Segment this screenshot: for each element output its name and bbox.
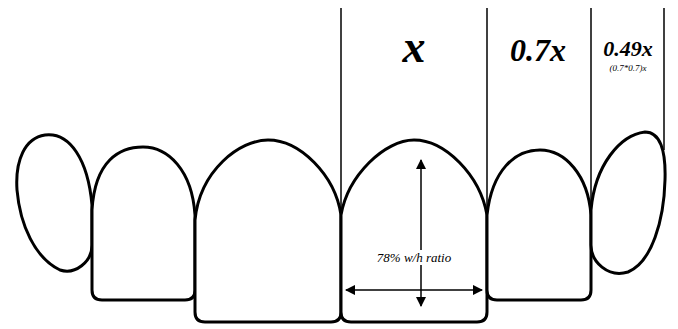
tooth-outline <box>17 135 92 271</box>
divider-line <box>663 8 665 150</box>
width-arrow <box>346 289 482 291</box>
tooth-outline <box>341 140 487 322</box>
tooth-outline <box>195 140 341 322</box>
width-label: x <box>403 24 426 70</box>
tooth-outline <box>92 147 195 300</box>
height-arrow <box>420 160 422 306</box>
width-label: 0.7x <box>510 34 566 66</box>
width-label: 0.49x <box>603 38 653 60</box>
formula-note: (0.7*0.7)x <box>610 64 647 73</box>
tooth-outline <box>487 150 591 300</box>
divider-line <box>590 8 592 210</box>
ratio-label: 78% w/h ratio <box>374 250 454 265</box>
tooth-outline <box>591 132 665 273</box>
divider-line <box>486 8 488 215</box>
teeth <box>17 132 665 322</box>
divider-line <box>340 8 342 215</box>
measure-arrows <box>346 160 482 306</box>
